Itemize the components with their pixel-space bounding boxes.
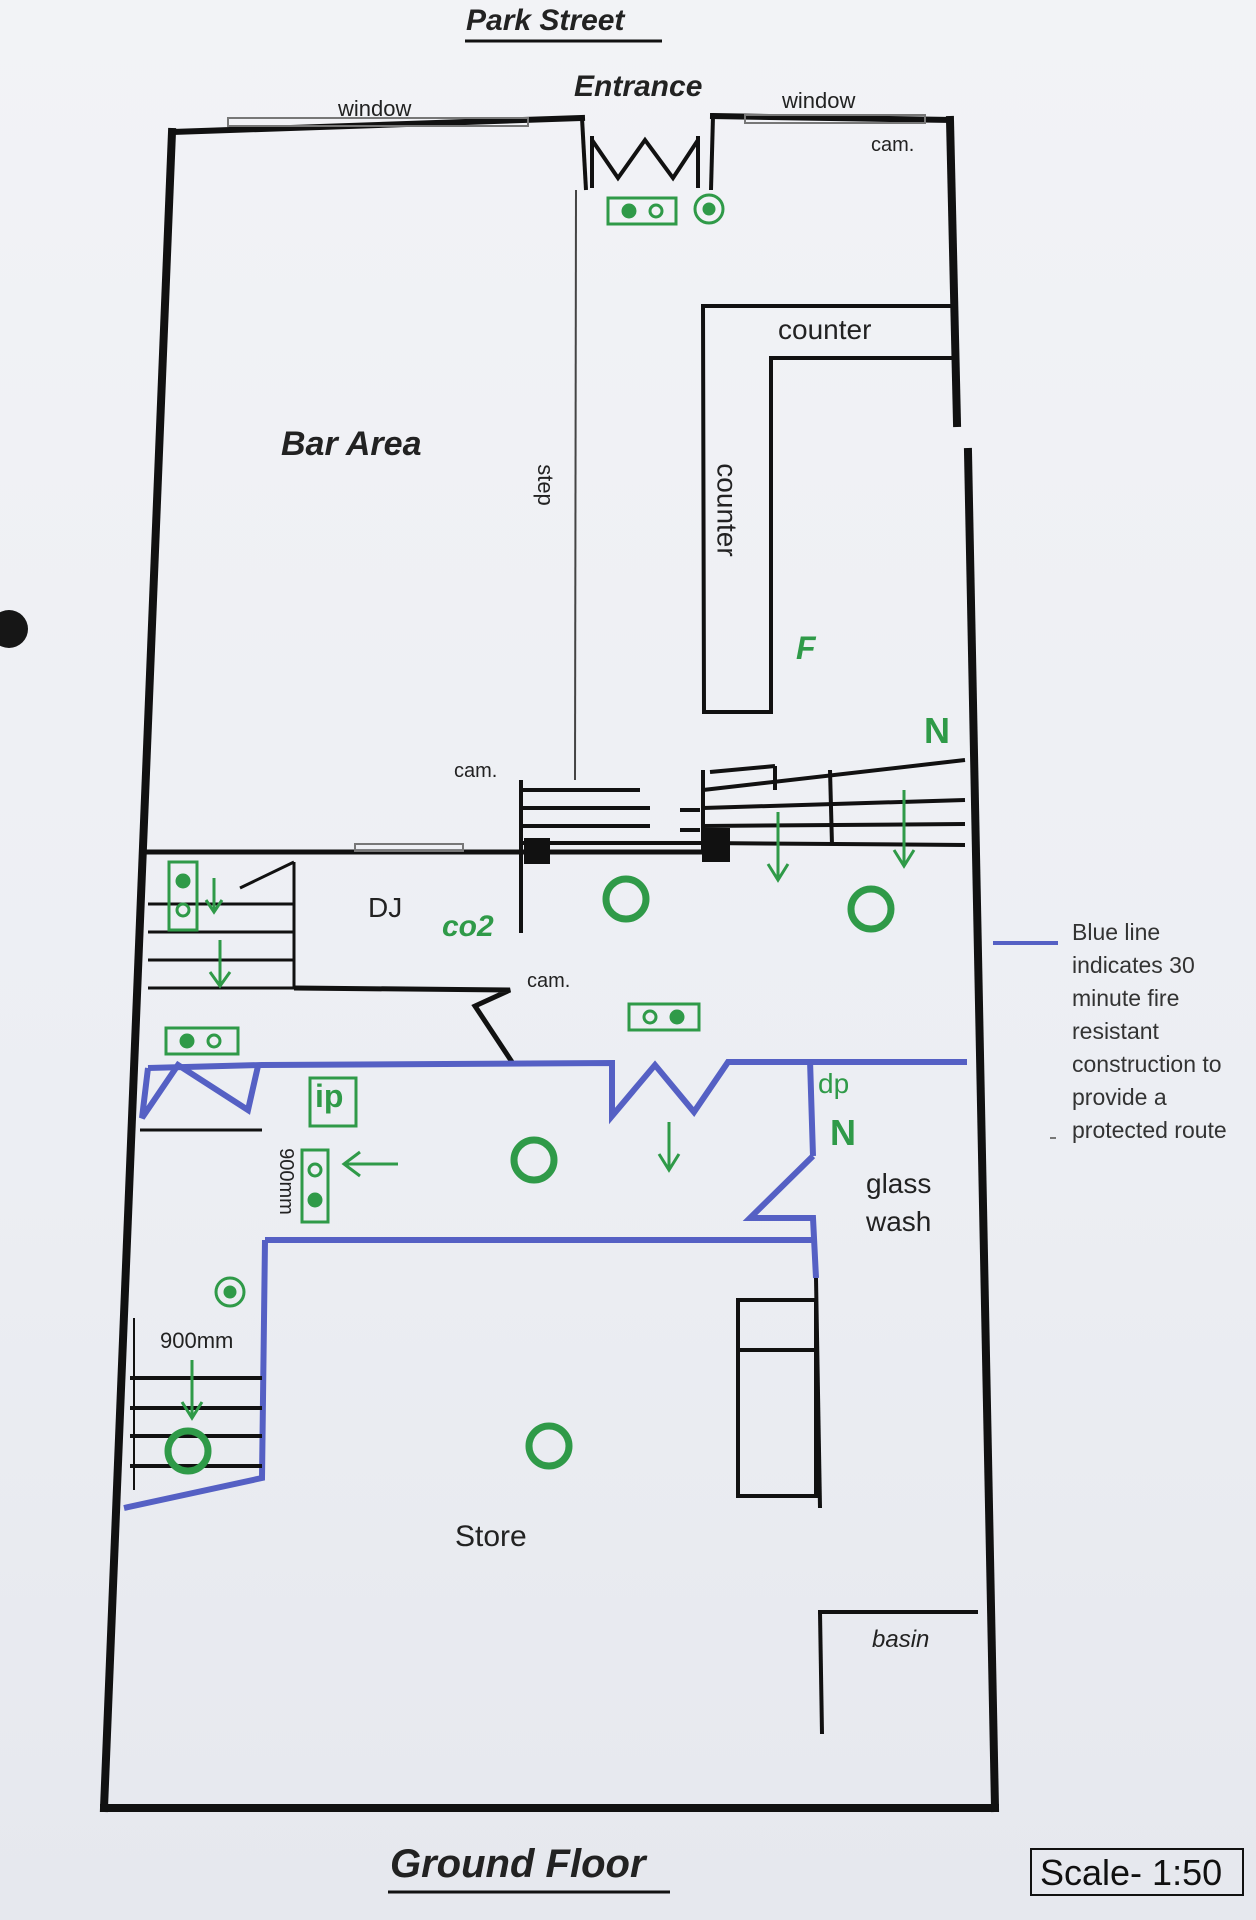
fire-route-walls bbox=[123, 1059, 967, 1511]
notice-symbol-mid: N bbox=[830, 1112, 856, 1153]
dj-stair bbox=[148, 860, 523, 1064]
counter-label-horizontal: counter bbox=[778, 314, 872, 345]
exit-sign-symbols bbox=[164, 196, 701, 1224]
store-partitions bbox=[736, 1277, 978, 1735]
store-label: Store bbox=[455, 1520, 527, 1553]
counter bbox=[700, 304, 952, 714]
emergency-light-symbols bbox=[164, 875, 895, 1475]
basin-label: basin bbox=[872, 1626, 930, 1653]
column-left bbox=[524, 838, 550, 864]
counter-label-vertical: counter bbox=[711, 463, 743, 557]
window-label-left: window bbox=[338, 96, 412, 121]
dj-label: DJ bbox=[368, 892, 403, 923]
floor-title: Ground Floor bbox=[390, 1842, 646, 1886]
camera-label-lower: cam. bbox=[527, 970, 571, 992]
smoke-detector-symbols bbox=[214, 193, 725, 1308]
glass-wash-label-1: glass bbox=[866, 1168, 932, 1199]
windows bbox=[227, 114, 926, 127]
scale-label: Scale- 1:50 bbox=[1030, 1848, 1244, 1896]
window-label-right: window bbox=[782, 88, 856, 113]
fire-extinguisher-symbol: F bbox=[796, 630, 816, 666]
escape-arrows bbox=[180, 790, 916, 1421]
legend-text: Blue line indicates 30 minute fire resis… bbox=[1072, 919, 1227, 1143]
camera-label-top: cam. bbox=[871, 134, 915, 156]
interior-window bbox=[354, 843, 464, 852]
co2-extinguisher-symbol: co2 bbox=[442, 910, 494, 943]
dimension-label-horizontal: 900mm bbox=[160, 1328, 234, 1353]
bar-area-label: Bar Area bbox=[281, 425, 422, 463]
dimension-label-vertical: 900mm bbox=[274, 1148, 297, 1215]
camera-label-mid: cam. bbox=[454, 760, 498, 782]
column-right bbox=[702, 828, 730, 862]
main-stair bbox=[140, 758, 966, 933]
step-label: step bbox=[532, 464, 558, 506]
outer-walls bbox=[99, 112, 1000, 1813]
dp-symbol: dp bbox=[818, 1068, 850, 1099]
glass-wash-label-2: wash bbox=[866, 1206, 932, 1237]
notice-symbol-top: N bbox=[924, 710, 950, 751]
ip-symbol: ip bbox=[315, 1078, 344, 1114]
entrance-label: Entrance bbox=[574, 70, 703, 103]
step-line bbox=[574, 189, 577, 781]
street-title: Park Street bbox=[466, 4, 625, 37]
entrance-doors bbox=[580, 115, 715, 191]
